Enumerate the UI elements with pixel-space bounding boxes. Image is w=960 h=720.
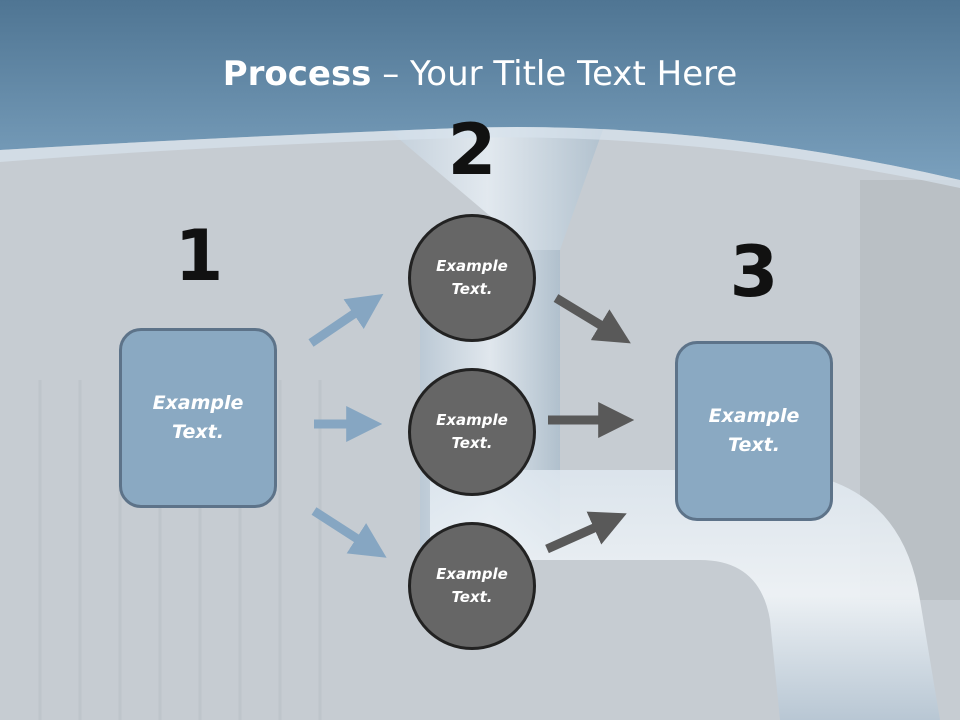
circle-bottom-line1: Example [436, 565, 508, 583]
circle-bottom-line2: Text. [451, 588, 493, 606]
slide-title: Process – Your Title Text Here [0, 52, 960, 96]
step-number-1: 1 [174, 215, 224, 297]
step-1-text-line2: Text. [172, 421, 224, 443]
circle-middle-line1: Example [436, 411, 508, 429]
step-number-2: 2 [447, 109, 497, 191]
circle-top-line1: Example [436, 257, 508, 275]
title-bold: Process [222, 54, 372, 94]
step-3-text-line1: Example [708, 405, 800, 427]
title-rest: – Your Title Text Here [371, 54, 738, 94]
step-3-text-line2: Text. [728, 434, 780, 456]
circle-middle-line2: Text. [451, 434, 493, 452]
circle-top-line2: Text. [451, 280, 493, 298]
step-1-text-line1: Example [152, 392, 244, 414]
step-number-3: 3 [729, 231, 779, 313]
